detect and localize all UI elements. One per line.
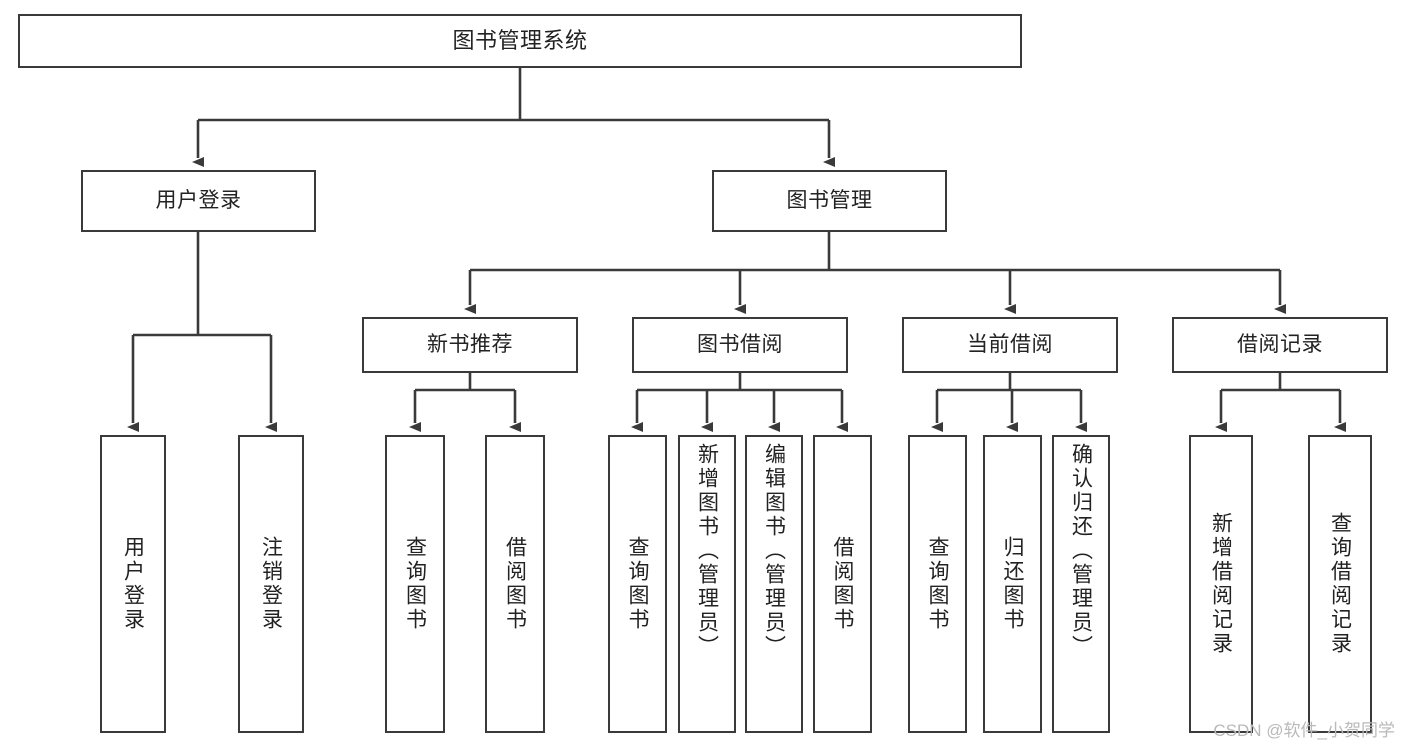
node-borrow-record-label: 借阅记录 — [1237, 332, 1323, 356]
node-leaf-confirm-return-admin[interactable]: 确认归还（管理员） — [1052, 435, 1110, 733]
node-current-borrow[interactable]: 当前借阅 — [902, 317, 1118, 373]
node-book-borrow[interactable]: 图书借阅 — [632, 317, 848, 373]
node-leaf-query-book-recommend-label: 查询图书 — [403, 536, 427, 632]
node-book-manage-label: 图书管理 — [786, 188, 873, 212]
node-leaf-confirm-return-admin-label: 确认归还（管理员） — [1069, 443, 1093, 659]
node-root-label: 图书管理系统 — [452, 28, 588, 54]
node-leaf-return-book[interactable]: 归还图书 — [983, 435, 1042, 733]
node-leaf-logout-login[interactable]: 注销登录 — [238, 435, 304, 733]
watermark-text: CSDN @软件_小贺同学 — [1213, 721, 1395, 740]
node-leaf-borrow-book-recommend[interactable]: 借阅图书 — [485, 435, 545, 733]
node-leaf-query-borrow-record[interactable]: 查询借阅记录 — [1308, 435, 1372, 733]
node-leaf-user-login[interactable]: 用户登录 — [100, 435, 166, 733]
node-leaf-return-book-label: 归还图书 — [1001, 536, 1024, 632]
node-leaf-query-book-borrow-label: 查询图书 — [626, 536, 649, 632]
node-leaf-add-borrow-record[interactable]: 新增借阅记录 — [1189, 435, 1253, 733]
node-book-borrow-label: 图书借阅 — [697, 332, 783, 356]
node-user-login-label: 用户登录 — [155, 188, 242, 212]
node-leaf-user-login-label: 用户登录 — [121, 536, 145, 632]
node-leaf-logout-login-label: 注销登录 — [259, 536, 283, 632]
node-leaf-add-borrow-record-label: 新增借阅记录 — [1209, 512, 1233, 656]
node-leaf-borrow-book-label: 借阅图书 — [831, 536, 854, 632]
node-user-login[interactable]: 用户登录 — [81, 170, 316, 232]
node-leaf-edit-book-admin-label: 编辑图书（管理员） — [762, 443, 786, 659]
node-leaf-query-book-borrow[interactable]: 查询图书 — [608, 435, 667, 733]
node-leaf-query-book-current-label: 查询图书 — [926, 536, 949, 632]
node-new-book-recommend[interactable]: 新书推荐 — [362, 317, 578, 373]
node-book-manage[interactable]: 图书管理 — [712, 170, 947, 232]
node-leaf-query-book-recommend[interactable]: 查询图书 — [385, 435, 445, 733]
node-borrow-record[interactable]: 借阅记录 — [1172, 317, 1388, 373]
node-leaf-borrow-book[interactable]: 借阅图书 — [813, 435, 872, 733]
node-new-book-recommend-label: 新书推荐 — [427, 332, 513, 356]
node-leaf-query-book-current[interactable]: 查询图书 — [908, 435, 967, 733]
node-leaf-query-borrow-record-label: 查询借阅记录 — [1328, 512, 1352, 656]
node-current-borrow-label: 当前借阅 — [967, 332, 1053, 356]
node-leaf-add-book-admin[interactable]: 新增图书（管理员） — [678, 435, 736, 733]
node-leaf-borrow-book-recommend-label: 借阅图书 — [503, 536, 527, 632]
node-leaf-edit-book-admin[interactable]: 编辑图书（管理员） — [745, 435, 803, 733]
node-root[interactable]: 图书管理系统 — [18, 14, 1022, 68]
node-leaf-add-book-admin-label: 新增图书（管理员） — [695, 443, 719, 659]
